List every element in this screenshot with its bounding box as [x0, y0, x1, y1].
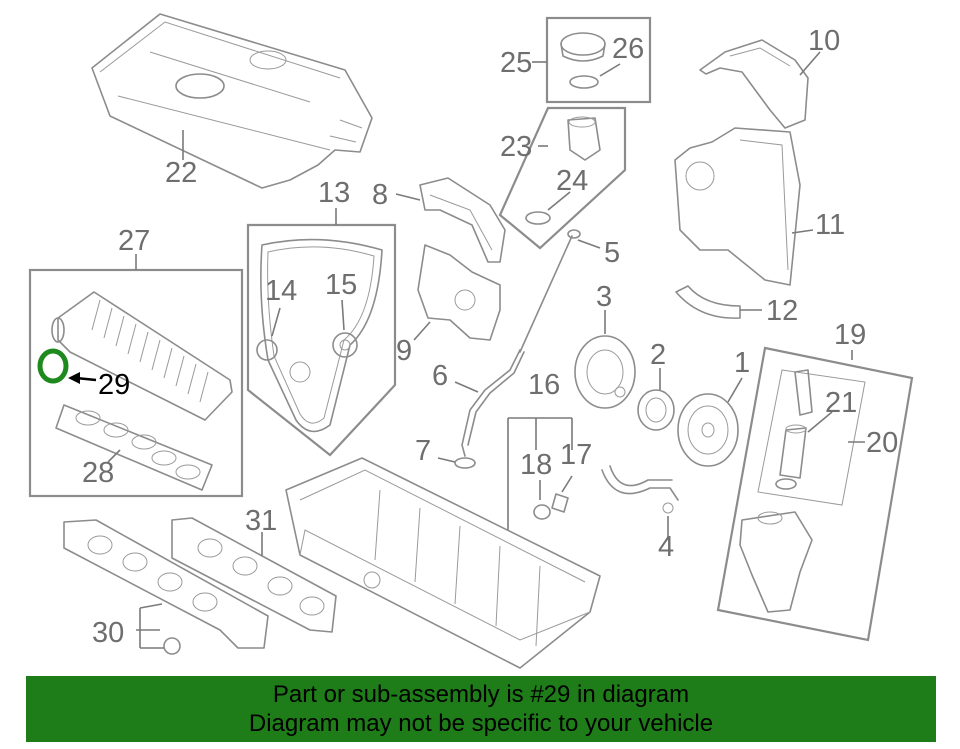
box-belt — [246, 223, 397, 457]
part-exhaust-manifold-30[interactable] — [63, 519, 269, 655]
part-inner-cover-9[interactable] — [417, 244, 501, 341]
part-upper-timing-cover[interactable] — [699, 39, 809, 129]
banner-line-2: Diagram may not be specific to your vehi… — [248, 710, 714, 737]
part-pump-gear[interactable] — [637, 389, 675, 431]
box-filter-inner — [757, 369, 866, 506]
part-crank-pulley[interactable] — [677, 393, 739, 467]
callout-21: 21 — [825, 387, 857, 419]
callout-25: 25 — [500, 47, 532, 79]
part-dipstick-tube[interactable] — [461, 349, 525, 457]
leader-8 — [395, 193, 421, 201]
part-dipstick[interactable] — [519, 229, 581, 353]
part-intake-manifold[interactable] — [51, 291, 233, 421]
callout-12: 12 — [766, 295, 798, 327]
part-oil-pump[interactable] — [574, 335, 636, 409]
leader-21 — [807, 411, 833, 433]
part-drain-plug-17[interactable] — [551, 493, 569, 513]
callout-27: 27 — [118, 225, 150, 257]
box-oil-cap — [545, 16, 652, 104]
leader-7 — [437, 457, 456, 463]
part-washer-18[interactable] — [533, 504, 551, 520]
callout-3: 3 — [596, 281, 612, 313]
callout-20: 20 — [866, 427, 898, 459]
leader-17 — [561, 475, 573, 493]
leader-9 — [413, 321, 431, 341]
leader-1 — [727, 377, 743, 403]
leader-6 — [454, 381, 479, 393]
callout-6: 6 — [432, 360, 448, 392]
box-oil-filter — [716, 346, 914, 642]
leader-14 — [271, 307, 281, 337]
part-oil-filler-cap[interactable] — [560, 32, 606, 89]
leader-26 — [599, 63, 621, 77]
part-valve-cover[interactable] — [91, 13, 373, 189]
callout-28: 28 — [82, 457, 114, 489]
callout-13: 13 — [318, 177, 350, 209]
part-lower-seal[interactable] — [675, 285, 741, 319]
part-timing-cover[interactable] — [674, 127, 801, 286]
callout-31: 31 — [245, 505, 277, 537]
info-banner: Part or sub-assembly is #29 in diagram D… — [26, 676, 936, 742]
leader-30 — [136, 603, 164, 649]
part-filter-housing[interactable] — [739, 511, 813, 613]
callout-10: 10 — [808, 25, 840, 57]
leader-11 — [791, 229, 814, 234]
callout-8: 8 — [372, 179, 388, 211]
leader-15 — [341, 299, 345, 331]
callout-18: 18 — [520, 449, 552, 481]
leader-10 — [799, 51, 821, 76]
part-exhaust-gasket-31[interactable] — [171, 517, 337, 633]
bracket-16 — [507, 417, 573, 530]
part-oil-pan[interactable] — [285, 457, 601, 669]
part-gasket-8[interactable] — [419, 177, 506, 263]
leader-28 — [107, 449, 121, 463]
part-oil-filter-21[interactable] — [775, 369, 813, 490]
parts-diagram: 22 25 26 23 24 10 11 12 — [28, 13, 914, 669]
callout-19: 19 — [834, 319, 866, 351]
part-fitting-23[interactable] — [525, 116, 601, 225]
callout-4: 4 — [658, 531, 674, 563]
callout-14: 14 — [265, 275, 297, 307]
leader-5 — [577, 239, 601, 249]
callout-17: 17 — [560, 439, 592, 471]
callout-2: 2 — [650, 339, 666, 371]
callout-15: 15 — [325, 269, 357, 301]
part-seal-29[interactable] — [37, 348, 69, 384]
callout-29: 29 — [98, 369, 130, 401]
part-intake-gasket-28[interactable] — [55, 404, 213, 491]
callout-23: 23 — [500, 131, 532, 163]
box-23 — [498, 106, 627, 250]
callout-11: 11 — [815, 209, 845, 241]
callout-22: 22 — [165, 157, 197, 189]
callout-24: 24 — [556, 165, 588, 197]
callout-30: 30 — [92, 617, 124, 649]
callout-1: 1 — [734, 347, 750, 379]
callout-9: 9 — [396, 335, 412, 367]
leader-29-arrowhead — [68, 372, 80, 384]
part-hose-4[interactable] — [601, 465, 679, 514]
callout-16: 16 — [528, 369, 560, 401]
callout-5: 5 — [604, 237, 620, 269]
part-washer-7[interactable] — [454, 457, 476, 469]
part-timing-belt[interactable] — [256, 238, 383, 433]
leader-24 — [547, 191, 571, 211]
callout-7: 7 — [415, 435, 431, 467]
banner-line-1: Part or sub-assembly is #29 in diagram — [272, 681, 690, 708]
callout-26: 26 — [612, 33, 644, 65]
